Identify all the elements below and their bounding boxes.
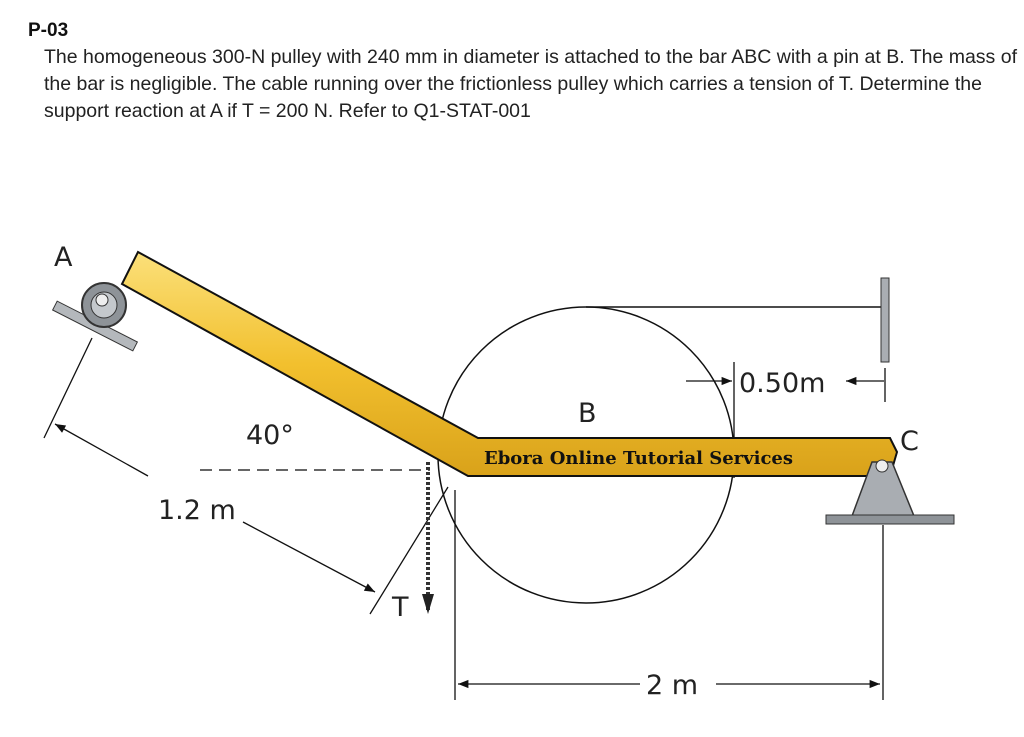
label-t: T xyxy=(391,592,409,623)
angle-label: 40° xyxy=(246,420,294,451)
dim-line-ab-2 xyxy=(242,521,376,593)
extension-line-a xyxy=(43,337,93,439)
wall-anchor xyxy=(880,277,890,363)
pin-support-a xyxy=(51,282,139,352)
dim-line-ab-1 xyxy=(54,423,149,477)
extension-line-t xyxy=(369,486,449,615)
problem-id: P-03 xyxy=(28,20,69,41)
dim-ab-label: 1.2 m xyxy=(158,495,236,526)
dim-span-label: 2 m xyxy=(646,670,698,701)
dim-offset-label: 0.50m xyxy=(739,368,825,399)
label-a: A xyxy=(54,242,73,273)
label-b: B xyxy=(578,398,597,429)
arrow-t-icon xyxy=(422,594,434,614)
watermark: Ebora Online Tutorial Services xyxy=(484,448,793,469)
label-c: C xyxy=(900,426,919,457)
pin-support-c xyxy=(825,459,955,525)
problem-statement: The homogeneous 300-N pulley with 240 mm… xyxy=(44,46,1017,122)
bar-abc xyxy=(120,250,899,477)
